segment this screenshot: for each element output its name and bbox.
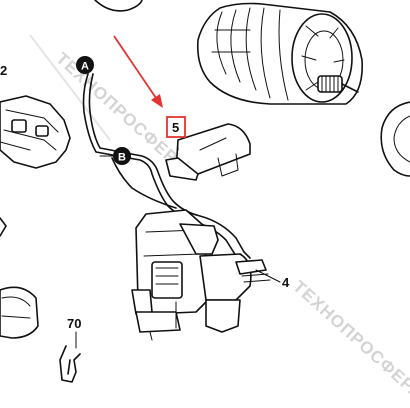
part-number-70: 70: [67, 316, 81, 331]
left-edge-part: [0, 217, 7, 237]
part-2-housing: [0, 95, 71, 169]
part-number-2: 2: [0, 63, 7, 78]
callout-b: B: [99, 147, 131, 165]
part-5-cover: [165, 123, 251, 181]
watermark-group: ТЕХНОПРОСФЕРА ТЕХНОПРОСФЕРА: [52, 49, 410, 404]
part-70-clip: [59, 345, 81, 383]
watermark-lower: ТЕХНОПРОСФЕРА: [289, 277, 410, 404]
callout-a: A: [76, 56, 94, 74]
switch-assembly: [131, 209, 271, 341]
part-5-highlight-box: [166, 116, 186, 138]
right-ring: [380, 101, 410, 177]
lower-left-part: [0, 286, 39, 339]
callout-b-label: B: [118, 152, 126, 164]
callout-a-label: A: [81, 61, 89, 73]
guide-line: [29, 34, 111, 141]
highlight-arrow: [113, 35, 163, 108]
part-number-5: 5: [172, 120, 179, 135]
leader-lines: [75, 139, 281, 349]
part-number-4: 4: [282, 275, 290, 290]
top-part: [94, 0, 143, 12]
chuck-housing: [196, 2, 363, 105]
